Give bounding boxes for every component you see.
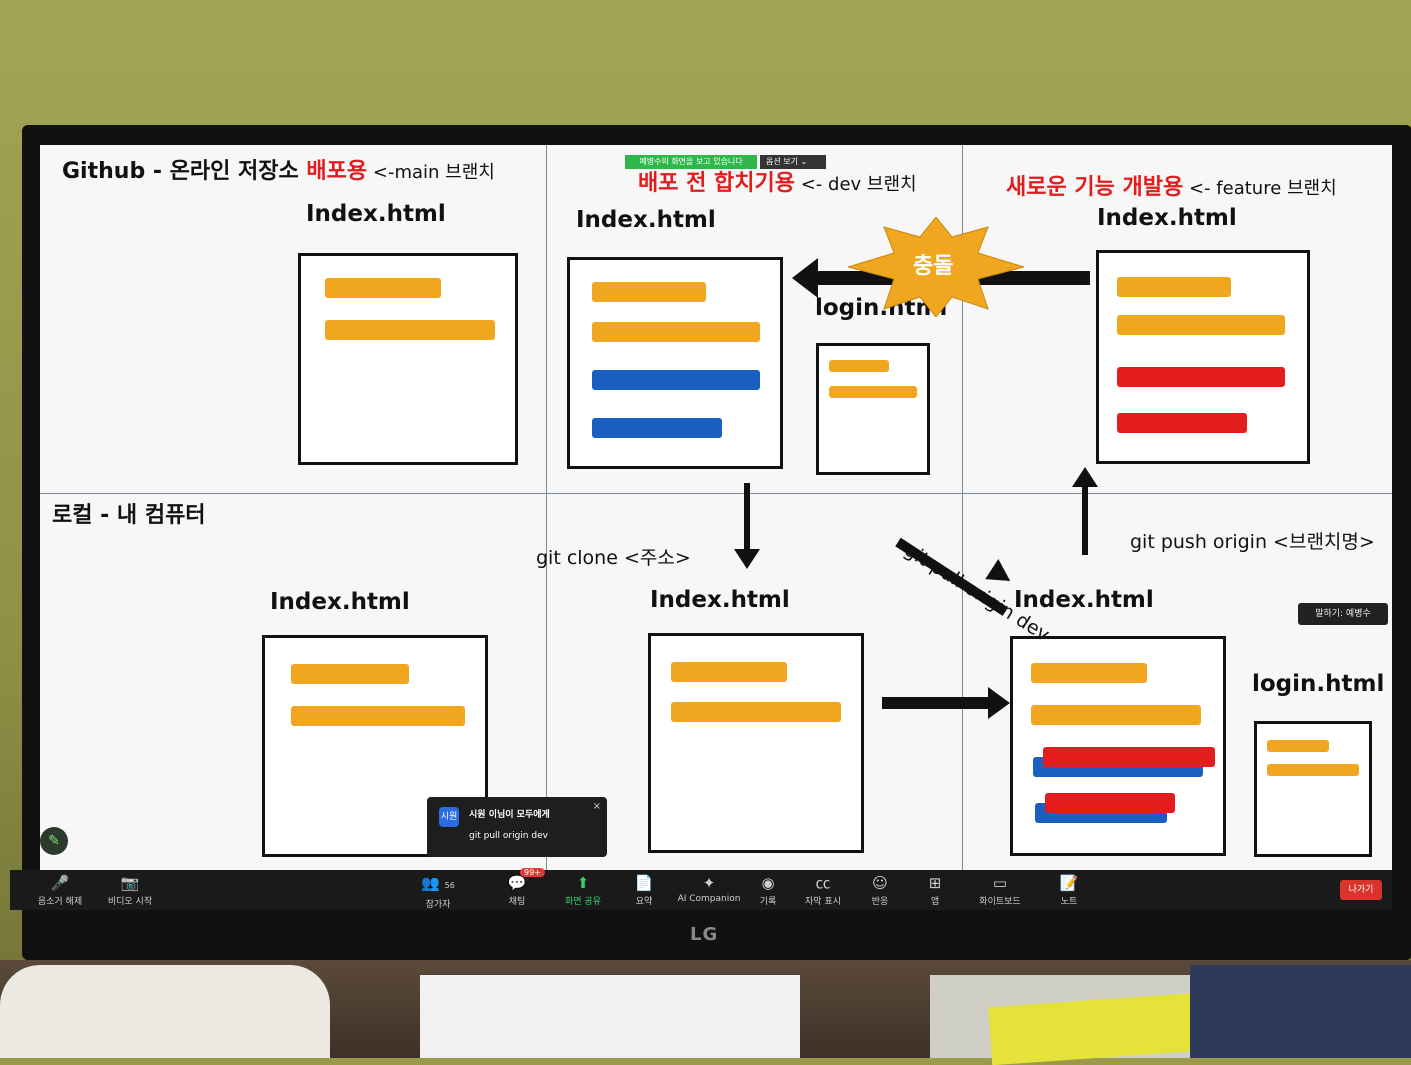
- push-command: git push origin <브랜치명>: [1130, 527, 1375, 554]
- file-label-index: Index.html: [650, 587, 790, 613]
- mute-button[interactable]: 🎤음소거 해제: [30, 870, 90, 910]
- arrow-head-up: [1072, 467, 1098, 487]
- sparkle-icon: ✦: [674, 872, 744, 894]
- paper-roll: [0, 965, 330, 1058]
- arrow-head-down: [734, 549, 760, 569]
- local-section-title: 로컬 - 내 컴퓨터: [52, 497, 206, 529]
- code-line: [1043, 747, 1215, 767]
- conflict-label: 충돌: [913, 248, 953, 280]
- chat-message: git pull origin dev: [469, 831, 548, 841]
- share-screen-icon: ⬆: [558, 872, 608, 894]
- code-line: [1267, 740, 1329, 752]
- code-line: [1031, 663, 1147, 683]
- doc-local-login: [1254, 721, 1372, 857]
- code-line: [1045, 793, 1175, 813]
- code-line: [829, 360, 889, 372]
- code-line: [592, 370, 760, 390]
- participants-icon: 👥 56: [410, 872, 466, 897]
- document-icon: 📄: [624, 872, 664, 894]
- code-line: [592, 282, 706, 302]
- share-screen-button[interactable]: ⬆화면 공유: [558, 870, 608, 910]
- chat-badge: 99+: [520, 868, 545, 877]
- captions-icon: ㏄: [800, 872, 846, 894]
- code-line: [325, 278, 441, 298]
- whiteboard-button[interactable]: ▭화이트보드: [972, 870, 1028, 910]
- push-arrow: [1082, 485, 1088, 555]
- file-label-index: Index.html: [1097, 205, 1237, 231]
- apps-icon: ⊞: [920, 872, 950, 894]
- file-label-index: Index.html: [1014, 587, 1154, 613]
- doc-feature-index: [1096, 250, 1310, 464]
- file-label-index: Index.html: [270, 589, 410, 615]
- shared-screen: 예병수의 화면을 보고 있습니다 옵션 보기 ⌄ Github - 온라인 저장…: [40, 145, 1392, 875]
- doc-dev-login: [816, 343, 930, 475]
- code-line: [1267, 764, 1359, 776]
- active-speaker-indicator: 말하기: 예병수: [1298, 603, 1388, 625]
- notes-button[interactable]: 📝노트: [1054, 870, 1084, 910]
- doc-clone-index: [648, 633, 864, 853]
- code-line: [325, 320, 495, 340]
- whiteboard-icon: ▭: [972, 872, 1028, 894]
- chat-sender: 시원 이님이 모두에게: [469, 807, 550, 820]
- doc-dev-index: [567, 257, 783, 469]
- divider-vertical-1: [546, 145, 547, 875]
- microphone-off-icon: 🎤: [30, 872, 90, 894]
- arrow-head-right: [988, 687, 1010, 719]
- code-line: [291, 664, 409, 684]
- code-line: [671, 702, 841, 722]
- code-line: [1117, 277, 1231, 297]
- apps-button[interactable]: ⊞앱: [920, 870, 950, 910]
- code-line: [829, 386, 917, 398]
- copy-arrow: [882, 697, 990, 709]
- close-icon[interactable]: ×: [593, 801, 601, 812]
- record-button[interactable]: ◉기록: [750, 870, 786, 910]
- code-line: [592, 418, 722, 438]
- record-icon: ◉: [750, 872, 786, 894]
- arrow-head-left: [792, 258, 818, 298]
- smile-icon: ☺: [862, 872, 898, 894]
- start-video-button[interactable]: 📷비디오 시작: [100, 870, 160, 910]
- chat-notification[interactable]: 시원 시원 이님이 모두에게 git pull origin dev ×: [427, 797, 607, 857]
- leave-button[interactable]: 나가기: [1340, 880, 1382, 900]
- reactions-button[interactable]: ☺반응: [862, 870, 898, 910]
- ai-companion-button[interactable]: ✦AI Companion: [674, 870, 744, 910]
- file-label-index: Index.html: [306, 201, 446, 227]
- code-line: [1031, 705, 1201, 725]
- code-line: [1117, 315, 1285, 335]
- avatar: 시원: [439, 807, 459, 827]
- desk-box: [420, 975, 800, 1058]
- book: [1190, 965, 1411, 1058]
- divider-horizontal: [40, 493, 1392, 494]
- code-line: [671, 662, 787, 682]
- code-line: [1117, 367, 1285, 387]
- doc-pulled-index: [1010, 636, 1226, 856]
- clone-command: git clone <주소>: [536, 543, 691, 570]
- dev-section-title: 배포 전 합치기용 <- dev 브랜치: [638, 165, 917, 197]
- summary-button[interactable]: 📄요약: [624, 870, 664, 910]
- clone-arrow: [744, 483, 750, 551]
- video-off-icon: 📷: [100, 872, 160, 894]
- file-label-index: Index.html: [576, 207, 716, 233]
- code-line: [592, 322, 760, 342]
- monitor-brand: LG: [690, 924, 718, 945]
- doc-main-index: [298, 253, 518, 465]
- file-label-login: login.html: [1252, 671, 1384, 697]
- code-line: [1117, 413, 1247, 433]
- annotate-pen-icon[interactable]: ✎: [40, 827, 68, 855]
- notes-icon: 📝: [1054, 872, 1084, 894]
- github-section-title: Github - 온라인 저장소 배포용 <-main 브랜치: [62, 153, 495, 185]
- code-line: [291, 706, 465, 726]
- arrow-head-diagonal: [985, 559, 1017, 591]
- feature-section-title: 새로운 기능 개발용 <- feature 브랜치: [1006, 169, 1337, 201]
